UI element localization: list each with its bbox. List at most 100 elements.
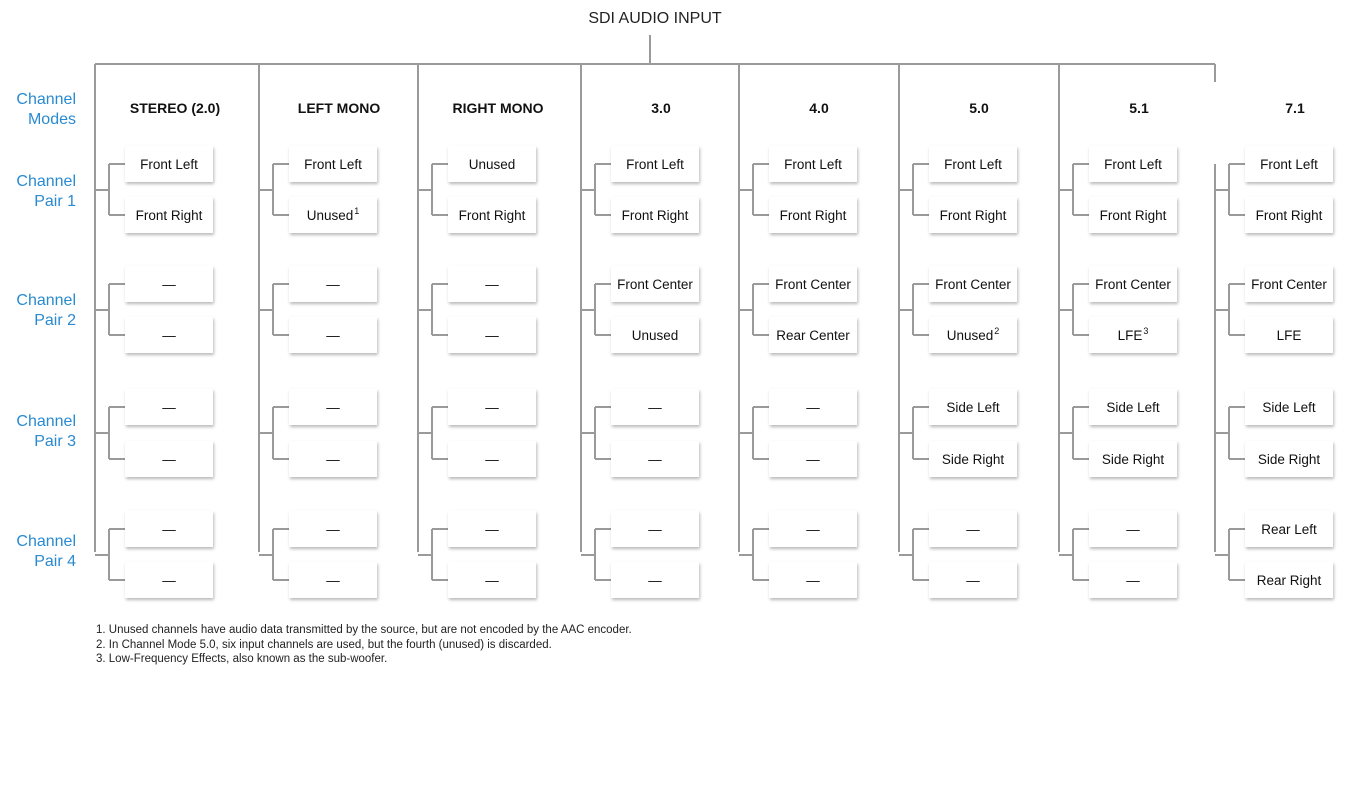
channel-box-col6-pair1b: Front Right	[1089, 197, 1177, 233]
channel-box-col6-pair1a: Front Left	[1089, 146, 1177, 182]
channel-box-col5-pair2a: Front Center	[929, 266, 1017, 302]
channel-label: Side Left	[1106, 399, 1160, 415]
channel-box-col2-pair3a: —	[448, 389, 536, 425]
channel-label: —	[162, 327, 176, 343]
row-label-channel-pair-4: Channel Pair 4	[16, 533, 76, 570]
channel-box-col3-pair3b: —	[611, 441, 699, 477]
column-header-1: LEFT MONO	[297, 100, 381, 116]
column-header-4: 4.0	[809, 100, 829, 116]
channel-box-col7-pair4b: Rear Right	[1245, 562, 1333, 598]
channel-box-col0-pair4a: —	[125, 511, 213, 547]
channel-label: Front Center	[935, 276, 1011, 292]
channel-box-col5-pair3b: Side Right	[929, 441, 1017, 477]
channel-label: Front Left	[1260, 156, 1318, 172]
channel-label: —	[1126, 572, 1140, 588]
channel-label: Unused	[946, 327, 994, 343]
footnote-marker: 3	[1143, 326, 1149, 336]
channel-label: —	[648, 399, 662, 415]
channel-label: —	[162, 572, 176, 588]
channel-box-col2-pair3b: —	[448, 441, 536, 477]
channel-label: —	[966, 572, 980, 588]
channel-box-col5-pair4a: —	[929, 511, 1017, 547]
channel-box-col7-pair3b: Side Right	[1245, 441, 1333, 477]
channel-box-col5-pair1a: Front Left	[929, 146, 1017, 182]
channel-label: Front Right	[1099, 207, 1167, 223]
channel-box-col0-pair3a: —	[125, 389, 213, 425]
channel-box-col4-pair3a: —	[769, 389, 857, 425]
channel-box-col6-pair3b: Side Right	[1089, 441, 1177, 477]
channel-label: —	[326, 327, 340, 343]
channel-label: —	[648, 572, 662, 588]
channel-box-col4-pair1b: Front Right	[769, 197, 857, 233]
channel-label: —	[162, 276, 176, 292]
channel-label: —	[485, 399, 499, 415]
channel-box-col6-pair3a: Side Left	[1089, 389, 1177, 425]
channel-label: Side Left	[946, 399, 1000, 415]
row-label-channel-pair-3: Channel Pair 3	[16, 413, 76, 450]
channel-box-col0-pair4b: —	[125, 562, 213, 598]
footnotes: 1. Unused channels have audio data trans…	[96, 623, 632, 667]
channel-label: —	[648, 521, 662, 537]
channel-box-col1-pair2b: —	[289, 317, 377, 353]
channel-label: —	[485, 276, 499, 292]
footnote-3: 3. Low-Frequency Effects, also known as …	[96, 653, 388, 665]
channel-box-col3-pair1b: Front Right	[611, 197, 699, 233]
channel-label: —	[806, 399, 820, 415]
channel-box-col5-pair1b: Front Right	[929, 197, 1017, 233]
channel-label: —	[1126, 521, 1140, 537]
channel-label: Rear Left	[1261, 521, 1317, 537]
channel-box-col4-pair4a: —	[769, 511, 857, 547]
channel-box-col3-pair4b: —	[611, 562, 699, 598]
channel-box-col2-pair2b: —	[448, 317, 536, 353]
column-header-7: 7.1	[1285, 100, 1305, 116]
channel-box-col7-pair1a: Front Left	[1245, 146, 1333, 182]
channel-label: Unused	[631, 327, 679, 343]
channel-box-col5-pair4b: —	[929, 562, 1017, 598]
footnote-1: 1. Unused channels have audio data trans…	[96, 624, 632, 636]
channel-label: Front Left	[944, 156, 1002, 172]
row-label-channel-modes: Channel Modes	[16, 91, 76, 128]
channel-label: Front Center	[617, 276, 693, 292]
channel-label: —	[648, 451, 662, 467]
channel-box-col2-pair1a: Unused	[448, 146, 536, 182]
channel-label: —	[326, 451, 340, 467]
channel-box-col2-pair4a: —	[448, 511, 536, 547]
channel-label: Side Right	[1101, 451, 1165, 467]
footnote-marker: 1	[354, 206, 360, 216]
channel-label: —	[485, 327, 499, 343]
channel-label: Front Right	[1255, 207, 1323, 223]
column-header-5: 5.0	[969, 100, 989, 116]
channel-box-col7-pair2b: LFE	[1245, 317, 1333, 353]
column-header-6: 5.1	[1129, 100, 1149, 116]
channel-label: Unused	[468, 156, 516, 172]
channel-box-col0-pair3b: —	[125, 441, 213, 477]
channel-label: Front Right	[621, 207, 689, 223]
column-header-0: STEREO (2.0)	[129, 100, 221, 116]
channel-box-col1-pair1a: Front Left	[289, 146, 377, 182]
channel-box-col2-pair1b: Front Right	[448, 197, 536, 233]
channel-label: Front Center	[1095, 276, 1171, 292]
channel-box-col0-pair1a: Front Left	[125, 146, 213, 182]
channel-box-col6-pair2a: Front Center	[1089, 266, 1177, 302]
channel-label: —	[326, 572, 340, 588]
channel-box-col6-pair4a: —	[1089, 511, 1177, 547]
channel-label: Front Left	[626, 156, 684, 172]
channel-box-col2-pair4b: —	[448, 562, 536, 598]
channel-box-col4-pair3b: —	[769, 441, 857, 477]
channel-label: Side Right	[1257, 451, 1321, 467]
channel-box-col4-pair4b: —	[769, 562, 857, 598]
channel-box-col6-pair4b: —	[1089, 562, 1177, 598]
channel-box-col3-pair1a: Front Left	[611, 146, 699, 182]
channel-label: Front Left	[304, 156, 362, 172]
channel-box-col7-pair2a: Front Center	[1245, 266, 1333, 302]
channel-label: Rear Center	[776, 327, 850, 343]
channel-label: —	[326, 399, 340, 415]
channel-label: Front Left	[140, 156, 198, 172]
channel-label: —	[326, 521, 340, 537]
channel-box-col0-pair1b: Front Right	[125, 197, 213, 233]
channel-label: Unused	[306, 207, 354, 223]
channel-label: Front Right	[135, 207, 203, 223]
